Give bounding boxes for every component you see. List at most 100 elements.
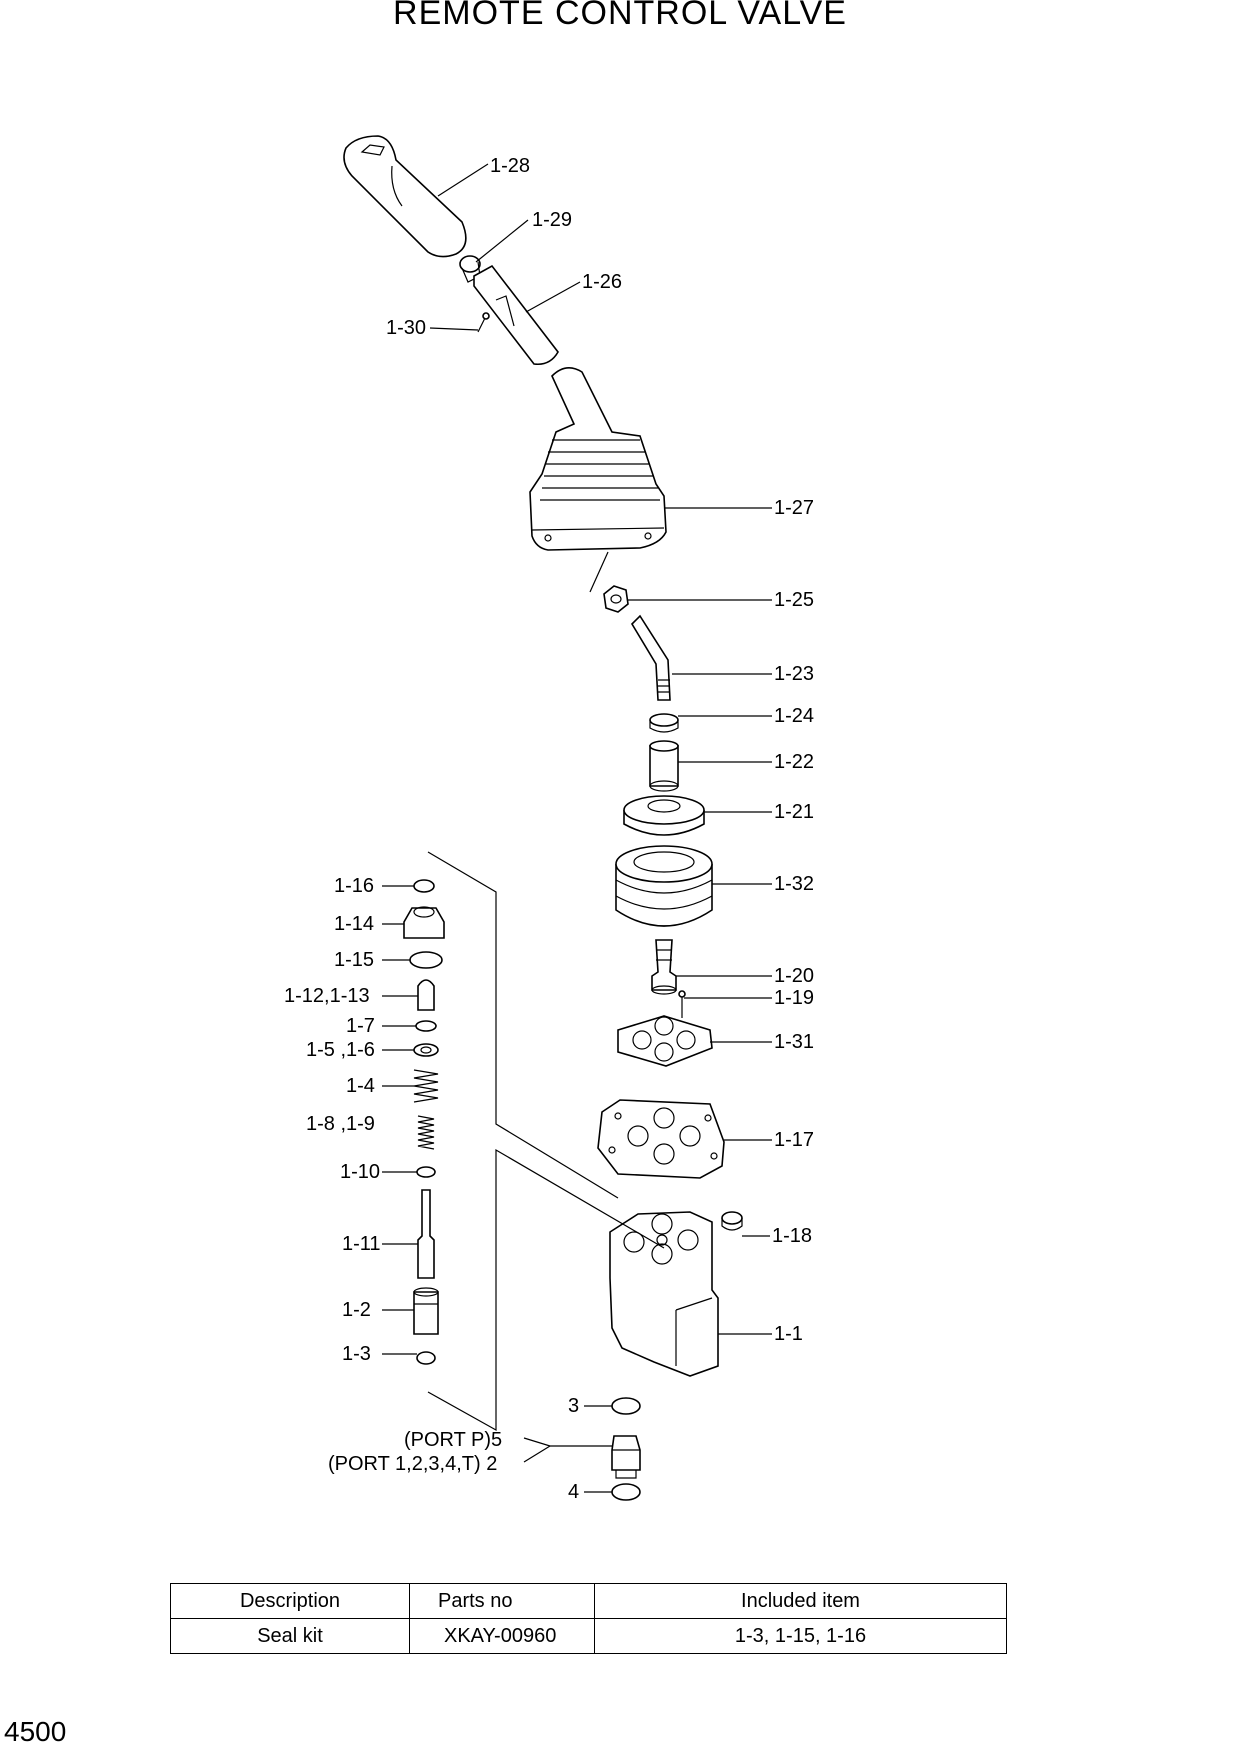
svg-text:1-23: 1-23 [774,663,814,685]
callout-1-8-9: 1-8 ,1-9 [306,1113,375,1135]
svg-text:4: 4 [568,1481,579,1503]
part-disc-plate [623,795,705,836]
callout-1-10: 1-10 [340,1161,417,1183]
callout-1-17: 1-17 [724,1129,814,1151]
callout-1-31: 1-31 [710,1031,814,1053]
part-boot [529,367,667,551]
part-o-ring-1-3 [416,1351,436,1365]
svg-text:1-29: 1-29 [532,209,572,231]
part-o-ring-1-16 [413,879,435,893]
svg-text:1-7: 1-7 [346,1015,375,1037]
svg-text:(PORT P)5: (PORT P)5 [404,1429,502,1451]
part-coupling [649,740,679,792]
callout-1-23: 1-23 [672,663,814,685]
part-spring-1-8 [417,1115,435,1150]
part-spring-1-4 [413,1069,439,1103]
callout-4: 4 [568,1481,612,1503]
svg-text:(PORT 1,2,3,4,T) 2: (PORT 1,2,3,4,T) 2 [328,1453,497,1475]
part-o-ring-4 [611,1483,641,1501]
callout-1-15: 1-15 [334,949,410,971]
svg-text:1-31: 1-31 [774,1031,814,1053]
callout-1-30: 1-30 [386,317,479,339]
callout-port-1234t: (PORT 1,2,3,4,T) 2 [328,1453,497,1475]
svg-text:1-10: 1-10 [340,1161,380,1183]
part-small-screw [678,990,686,1018]
svg-text:1-32: 1-32 [774,873,814,895]
svg-text:1-8 ,1-9: 1-8 ,1-9 [306,1113,375,1135]
table-row: Seal kit XKAY-00960 1-3, 1-15, 1-16 [170,1618,1007,1654]
callout-1-20: 1-20 [676,965,814,987]
callout-1-7: 1-7 [346,1015,416,1037]
part-o-ring-3 [611,1397,641,1415]
svg-text:1-5 ,1-6: 1-5 ,1-6 [306,1039,375,1061]
callout-1-4: 1-4 [346,1075,414,1097]
part-plug-1-2 [413,1287,439,1335]
group-bracket-lower [427,1148,665,1432]
part-pusher-1-12 [417,979,435,1011]
table-header-row: Description Parts no Included item [170,1583,1007,1619]
callout-1-24: 1-24 [678,705,814,727]
svg-text:1-4: 1-4 [346,1075,375,1097]
header-parts-no: Parts no [409,1583,595,1619]
callout-1-16: 1-16 [334,875,414,897]
part-valve-body [609,1211,719,1377]
header-description: Description [170,1583,410,1619]
part-bent-shaft [630,614,671,701]
svg-text:1-14: 1-14 [334,913,374,935]
svg-text:1-22: 1-22 [774,751,814,773]
callout-1-32: 1-32 [712,873,814,895]
callout-1-25: 1-25 [628,589,814,611]
part-nut [603,585,629,613]
svg-text:1-30: 1-30 [386,317,426,339]
svg-text:1-2: 1-2 [342,1299,371,1321]
part-washer-1-7 [415,1020,437,1032]
svg-text:1-19: 1-19 [774,987,814,1009]
callout-1-2: 1-2 [342,1299,414,1321]
part-screw [477,312,490,333]
cell-included-item: 1-3, 1-15, 1-16 [594,1618,1007,1654]
page-title: REMOTE CONTROL VALVE [393,0,847,32]
svg-text:1-17: 1-17 [774,1129,814,1151]
part-bushing-1-14 [403,906,445,939]
axis-line [589,551,609,593]
svg-text:1-3: 1-3 [342,1343,371,1365]
svg-text:1-24: 1-24 [774,705,814,727]
part-o-ring-1-15 [409,951,443,969]
svg-text:1-25: 1-25 [774,589,814,611]
callout-1-27: 1-27 [664,497,814,519]
svg-text:1-1: 1-1 [774,1323,803,1345]
svg-text:1-18: 1-18 [772,1225,812,1247]
callout-1-18: 1-18 [742,1225,812,1247]
callout-1-12-13: 1-12,1-13 [284,985,418,1007]
svg-text:1-21: 1-21 [774,801,814,823]
svg-text:3: 3 [568,1395,579,1417]
callout-1-3: 1-3 [342,1343,417,1365]
part-plate [617,1015,713,1067]
callout-1-5-6: 1-5 ,1-6 [306,1039,414,1061]
svg-text:1-15: 1-15 [334,949,374,971]
svg-text:1-20: 1-20 [774,965,814,987]
callout-1-29: 1-29 [475,209,572,263]
part-port-connector [611,1435,641,1479]
svg-text:1-12,1-13: 1-12,1-13 [284,985,370,1007]
header-included-item: Included item [594,1583,1007,1619]
part-lever-shaft [473,264,559,366]
svg-text:1-26: 1-26 [582,271,622,293]
group-bracket-upper [427,851,619,1199]
part-spool-1-11 [417,1189,435,1279]
callout-1-21: 1-21 [704,801,814,823]
callout-1-28: 1-28 [437,155,530,197]
callout-1-19: 1-19 [684,987,814,1009]
svg-text:1-28: 1-28 [490,155,530,177]
svg-text:1-11: 1-11 [342,1233,381,1255]
callout-1-14: 1-14 [334,913,404,935]
callout-port-p: (PORT P)5 [404,1429,612,1463]
part-bellows-seal [615,845,713,927]
svg-text:1-16: 1-16 [334,875,374,897]
callout-3: 3 [568,1395,612,1417]
part-plug [721,1211,743,1231]
part-seat-1-5 [413,1043,439,1057]
svg-text:1-27: 1-27 [774,497,814,519]
callout-1-11: 1-11 [342,1233,418,1255]
seal-kit-table: Description Parts no Included item Seal … [170,1583,1007,1654]
